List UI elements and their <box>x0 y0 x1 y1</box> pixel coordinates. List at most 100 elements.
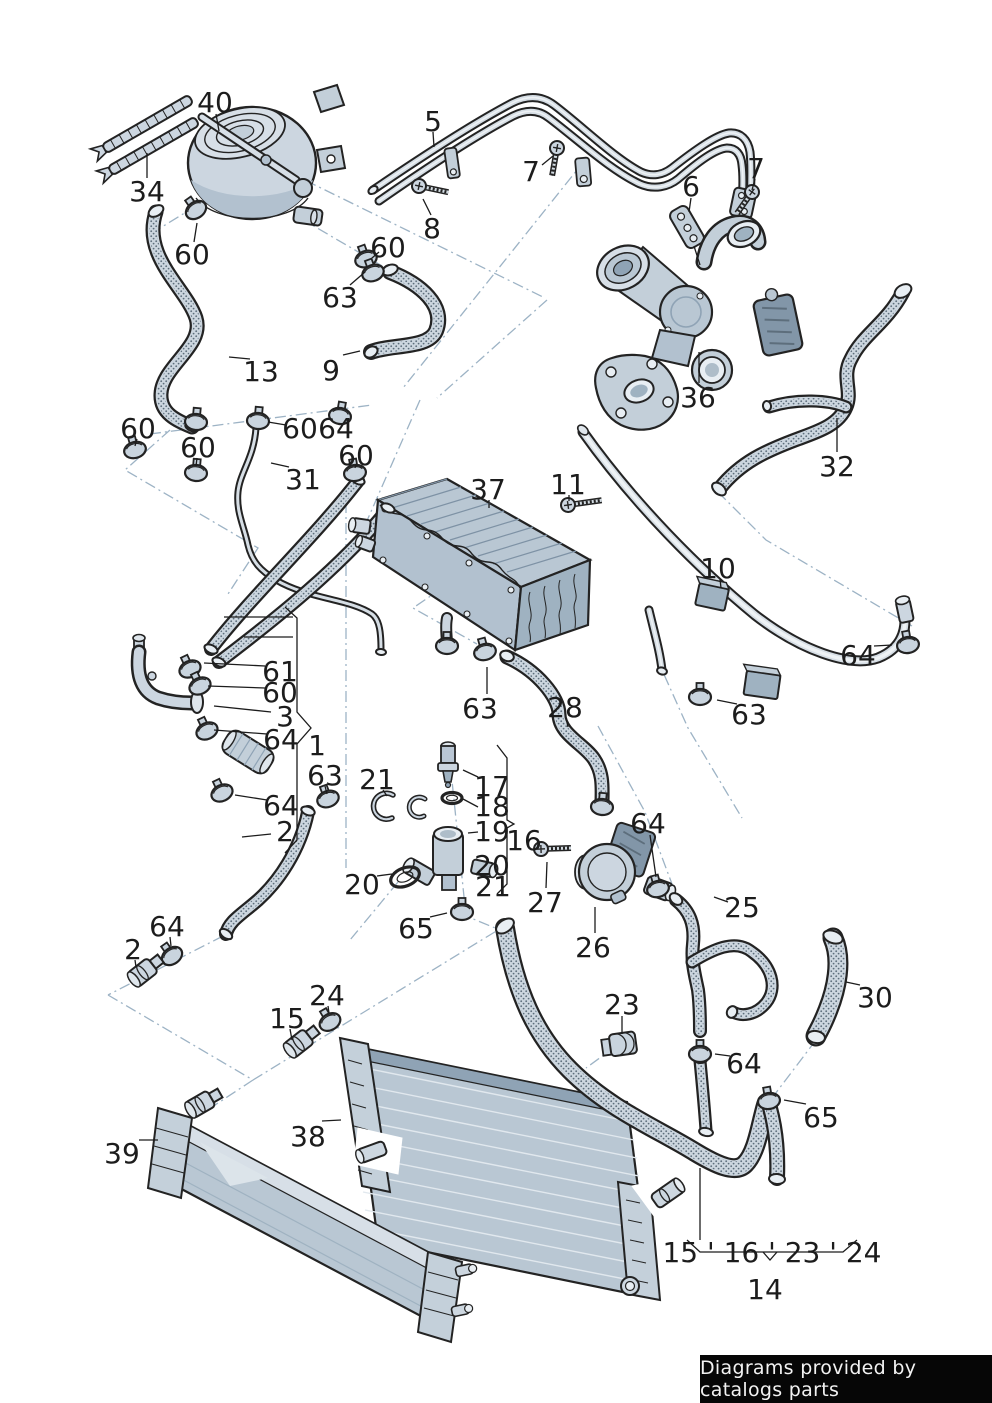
quick-connector <box>184 1087 224 1119</box>
part-label: 37 <box>470 473 506 506</box>
part-label: 25 <box>724 891 760 924</box>
hose-end-cap <box>768 1172 786 1186</box>
part-label: 20 <box>344 868 380 901</box>
radiator-right-port <box>650 1177 686 1209</box>
bolt <box>560 497 603 513</box>
leader-line <box>422 198 432 216</box>
leader-line <box>545 861 548 889</box>
hose-clamp <box>756 1085 782 1111</box>
part-label: 64 <box>726 1047 762 1080</box>
hose-clamp <box>327 400 353 426</box>
hose-end-cap <box>363 345 379 359</box>
part-label: 64 <box>840 639 876 672</box>
leader-line <box>228 356 251 360</box>
temperature-sensor <box>437 741 459 789</box>
part-label: 17 <box>474 770 510 803</box>
part-label: 24 <box>309 979 345 1012</box>
part-label: 15 <box>269 1002 305 1035</box>
pipe-bracket <box>574 156 593 188</box>
leader-line <box>432 131 435 148</box>
part-label: 31 <box>285 463 321 496</box>
leader-line <box>203 662 266 667</box>
leader-line <box>327 1005 330 1014</box>
part-label: 60 <box>338 439 374 472</box>
pipe-end-fitting <box>894 595 915 624</box>
coolant-pipes <box>234 93 911 675</box>
pipe-bracket <box>443 146 461 180</box>
leader-line <box>207 685 266 689</box>
part-label: 36 <box>680 381 716 414</box>
leader-line <box>714 1053 731 1057</box>
part-label: 60 <box>174 238 210 271</box>
leader-line <box>134 438 138 447</box>
part-label: 5 <box>424 105 442 138</box>
part-label: 11 <box>550 468 586 501</box>
leader-line <box>289 1028 293 1041</box>
part-label: 6 <box>682 170 700 203</box>
part-label: 3 <box>276 700 294 733</box>
leader-line <box>241 833 272 838</box>
assembly-axis <box>411 575 478 645</box>
pipe-mount-block <box>742 663 782 700</box>
part-label: 40 <box>197 86 233 119</box>
leader-line <box>215 113 220 132</box>
auxiliary-radiator <box>146 1106 478 1344</box>
hose-clamp <box>589 791 615 817</box>
hose-clamp <box>245 405 271 431</box>
hose-clamp <box>473 636 497 662</box>
part-label: 16 <box>506 824 542 857</box>
hose-clamp <box>361 257 385 283</box>
retaining-clip-23 <box>600 1030 638 1058</box>
hose-clamp <box>895 629 921 655</box>
leader-line <box>371 251 380 259</box>
hose-end-cap <box>711 481 727 497</box>
part-label: 14 <box>747 1273 783 1306</box>
leader-line <box>376 873 393 877</box>
part-label: 64 <box>318 412 354 445</box>
assembly-axis <box>123 429 259 595</box>
part-label: 63 <box>462 692 498 725</box>
part-label: 60 <box>370 231 406 264</box>
part-label: 20 <box>474 849 510 882</box>
leader-line <box>462 798 479 808</box>
assembly-axis <box>717 491 913 627</box>
hose-end-cap <box>499 649 515 663</box>
hose-clamp <box>316 783 340 809</box>
leader-line <box>382 789 388 797</box>
part-label: 39 <box>104 1137 140 1170</box>
group-bracket <box>496 744 516 895</box>
leader-line <box>751 178 756 191</box>
leader-line <box>321 1119 342 1122</box>
leader-line <box>845 981 861 986</box>
part-label: 18 <box>474 790 510 823</box>
leader-line <box>719 578 722 589</box>
hose-end-cap <box>300 805 316 817</box>
hose-end-cap <box>806 1029 826 1045</box>
part-label: 64 <box>149 910 185 943</box>
leader-line <box>429 912 448 918</box>
hose-end-cap <box>698 1126 714 1138</box>
leader-line <box>324 785 328 795</box>
part-label: 13 <box>243 355 279 388</box>
hose-clamp <box>434 631 460 656</box>
leader-line <box>467 831 479 834</box>
part-label: 21 <box>359 763 395 796</box>
quick-connector <box>282 1024 322 1059</box>
part-label: 38 <box>290 1120 326 1153</box>
part-label: 10 <box>700 552 736 585</box>
hose-end-cap <box>656 666 668 676</box>
leader-line <box>342 350 361 356</box>
leader-line <box>462 769 479 778</box>
leader-line <box>193 222 198 243</box>
retaining-strips <box>87 95 199 186</box>
wastegate-actuator <box>752 287 804 357</box>
exchanger-port <box>354 534 377 553</box>
hose-clamp <box>646 873 670 899</box>
leader-line <box>349 271 366 286</box>
assembly-axis <box>267 161 546 299</box>
hose-clamp <box>183 406 209 432</box>
hose <box>499 649 610 812</box>
hose-end-cap <box>668 892 684 906</box>
